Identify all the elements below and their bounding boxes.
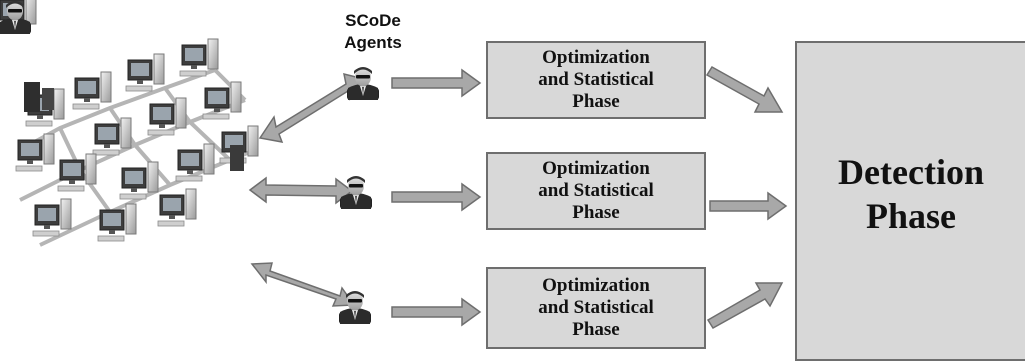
- bidirectional-arrow-1: [258, 72, 366, 143]
- arrow-agent-to-phase-1: [391, 68, 482, 98]
- arrows-network-agents: [248, 72, 366, 307]
- bidirectional-arrow-3: [250, 262, 356, 307]
- network-of-computers-icon: [0, 0, 259, 247]
- agent-person-icon: [0, 1, 379, 324]
- arrow-agent-to-phase-3: [391, 297, 482, 327]
- optimization-phase-box-2: Optimization and Statistical Phase: [486, 152, 706, 230]
- phase-label-3: Optimization and Statistical Phase: [538, 275, 654, 340]
- agents-label: SCoDe Agents: [344, 11, 402, 52]
- arrow-phase-2-to-detection: [709, 191, 788, 221]
- bidirectional-arrow-2: [248, 176, 354, 205]
- arrow-phase-3-to-detection: [706, 282, 784, 330]
- phase-label-1: Optimization and Statistical Phase: [538, 47, 654, 112]
- detection-phase-box: [795, 41, 1025, 361]
- arrows-agents-phases: [391, 68, 482, 327]
- diagram-canvas: [0, 0, 788, 330]
- arrows-phases-detection: [705, 65, 788, 330]
- arrow-agent-to-phase-2: [391, 182, 482, 212]
- optimization-phase-box-1: Optimization and Statistical Phase: [486, 41, 706, 119]
- phase-label-2: Optimization and Statistical Phase: [538, 158, 654, 223]
- optimization-phase-box-3: Optimization and Statistical Phase: [486, 267, 706, 349]
- detection-phase-label: Detection Phase: [838, 152, 984, 236]
- arrow-phase-1-to-detection: [705, 65, 784, 113]
